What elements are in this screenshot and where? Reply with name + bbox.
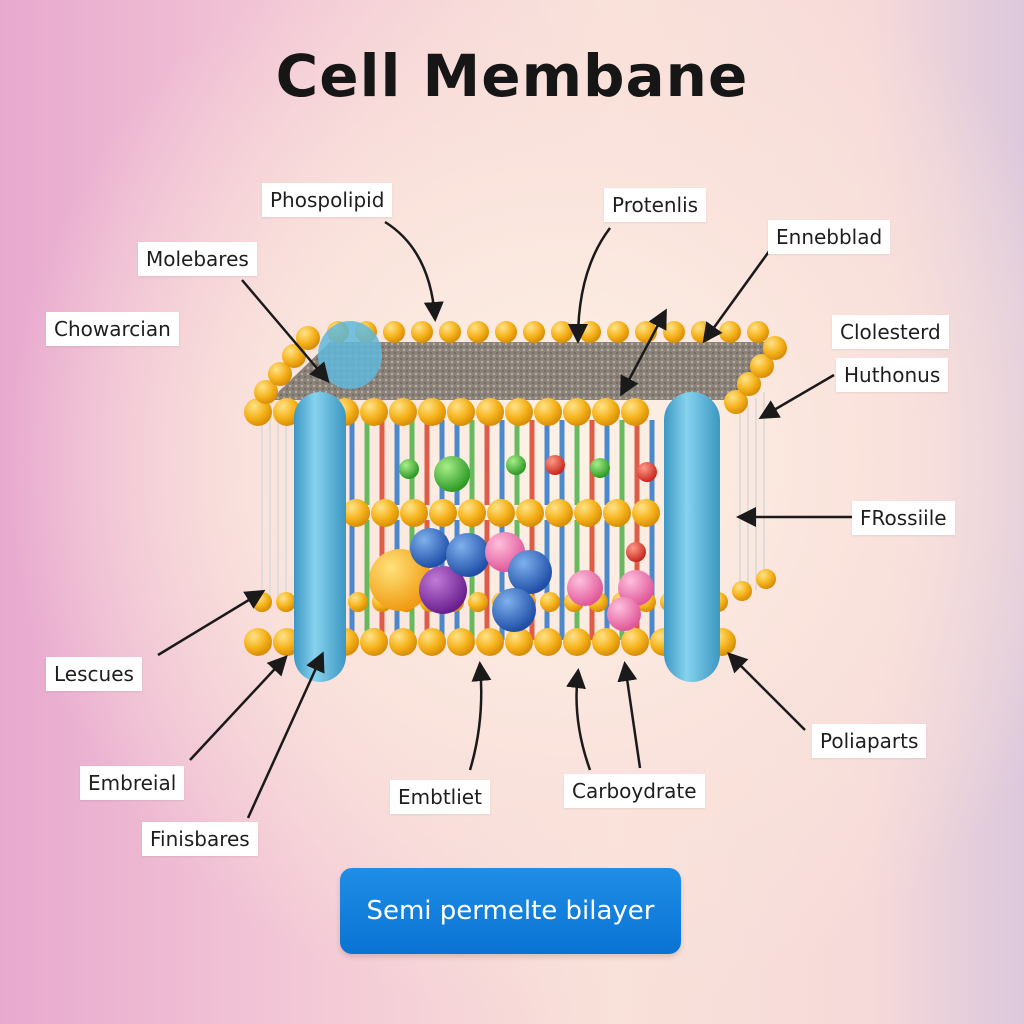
- label-clolesterd: Clolesterd: [832, 315, 949, 349]
- label-finisbares: Finisbares: [142, 822, 258, 856]
- semi-permeable-bilayer-button[interactable]: Semi permelte bilayer: [340, 868, 681, 954]
- label-poliaparts: Poliaparts: [812, 724, 927, 758]
- label-molebares: Molebares: [138, 242, 257, 276]
- label-phospolipid: Phospolipid: [262, 183, 393, 217]
- label-huthonus: Huthonus: [836, 358, 949, 392]
- label-embtliet: Embtliet: [390, 780, 490, 814]
- label-carboydrate: Carboydrate: [564, 774, 705, 808]
- protein-channel-left: [294, 321, 382, 682]
- side-tails: [261, 392, 765, 600]
- label-lescues: Lescues: [46, 657, 142, 691]
- label-protenlis: Protenlis: [604, 188, 707, 222]
- protein-channel-right: [664, 392, 720, 682]
- label-chowarcian: Chowarcian: [46, 312, 179, 346]
- label-embreial: Embreial: [80, 766, 185, 800]
- embedded-molecules: [369, 455, 657, 632]
- arrows: [157, 220, 853, 819]
- page-title: Cell Membane: [275, 42, 749, 110]
- label-ennebblad: Ennebblad: [768, 220, 891, 254]
- label-frossiile: FRossiile: [852, 501, 955, 535]
